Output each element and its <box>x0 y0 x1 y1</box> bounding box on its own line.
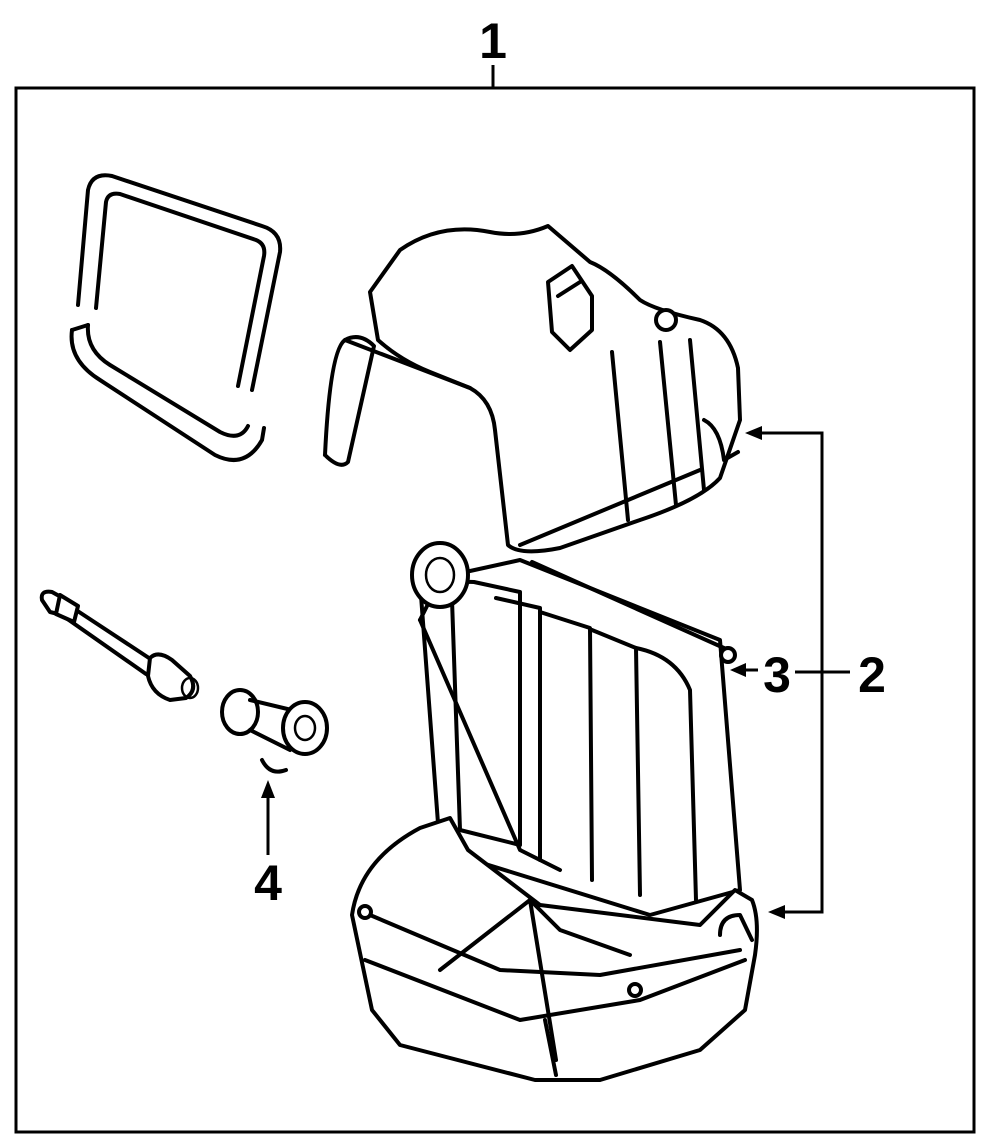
assembly-frame <box>14 86 976 1134</box>
lower-case <box>350 816 759 1082</box>
callout-2: 2 <box>858 647 886 703</box>
grommet <box>220 688 329 774</box>
gasket-seals <box>69 173 283 462</box>
leader-lines <box>261 426 850 919</box>
callout-4: 4 <box>254 855 282 911</box>
upper-case <box>323 224 742 554</box>
callout-1: 1 <box>479 13 507 69</box>
callout-3: 3 <box>763 647 791 703</box>
evaporator-core <box>410 541 742 917</box>
expansion-valve <box>39 589 200 702</box>
